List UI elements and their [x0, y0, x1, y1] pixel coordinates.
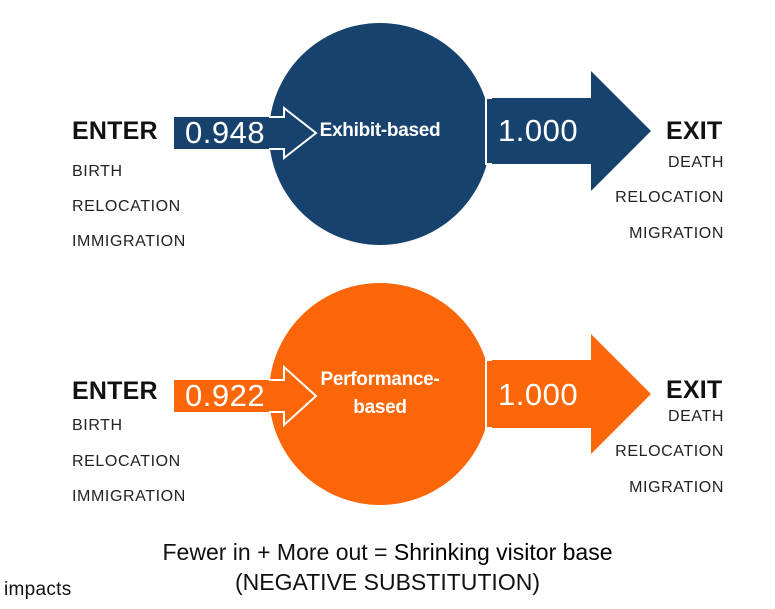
exhibit-in-value: 0.948 — [185, 115, 266, 150]
caption-prefix: Fewer in + More out = — [162, 539, 394, 565]
caption-line-1: Fewer in + More out = Shrinking visitor … — [0, 541, 775, 564]
exhibit-out-arrow-outline — [485, 97, 492, 165]
performance-in-arrow-outline — [269, 364, 318, 428]
exhibit-out-arrow — [486, 71, 651, 191]
exhibit-exit-item-relocation: RELOCATION — [615, 189, 724, 206]
performance-exit-heading: EXIT — [666, 376, 723, 404]
performance-enter-item-birth: BIRTH — [72, 417, 123, 434]
caption-emphasis: Shrinking visitor base — [393, 539, 613, 565]
exhibit-circle — [269, 23, 491, 245]
performance-exit-item-relocation: RELOCATION — [615, 443, 724, 460]
performance-in-value: 0.922 — [185, 378, 266, 413]
exhibit-exit-item-death: DEATH — [667, 154, 724, 171]
performance-enter-heading: ENTER — [72, 377, 158, 405]
performance-circle — [269, 283, 491, 505]
performance-enter-item-relocation: RELOCATION — [72, 453, 181, 470]
performance-out-arrow — [486, 334, 651, 454]
performance-node-label-line1: Performance- — [320, 369, 440, 390]
performance-node-label: Performance- based — [300, 366, 460, 422]
performance-in-arrow — [174, 367, 316, 425]
exhibit-enter-item-immigration: IMMIGRATION — [72, 233, 186, 250]
exhibit-enter-item-relocation: RELOCATION — [72, 198, 181, 215]
exhibit-in-arrow — [174, 108, 316, 158]
performance-node-label-line2: based — [353, 397, 407, 418]
exhibit-in-arrow-outline — [269, 105, 318, 161]
performance-exit-item-migration: MIGRATION — [629, 479, 724, 496]
performance-out-value: 1.000 — [498, 377, 579, 412]
performance-out-arrow-outline — [485, 359, 492, 429]
exhibit-enter-heading: ENTER — [72, 117, 158, 145]
exhibit-exit-item-migration: MIGRATION — [629, 225, 724, 242]
exhibit-enter-item-birth: BIRTH — [72, 163, 123, 180]
caption-line-2: (NEGATIVE SUBSTITUTION) — [235, 569, 540, 595]
performance-enter-item-immigration: IMMIGRATION — [72, 488, 186, 505]
exhibit-node-label: Exhibit-based — [319, 120, 441, 141]
performance-exit-item-death: DEATH — [667, 408, 724, 425]
impacts-logo: impacts — [4, 579, 72, 600]
exhibit-out-value: 1.000 — [498, 113, 579, 148]
exhibit-exit-heading: EXIT — [666, 117, 723, 145]
